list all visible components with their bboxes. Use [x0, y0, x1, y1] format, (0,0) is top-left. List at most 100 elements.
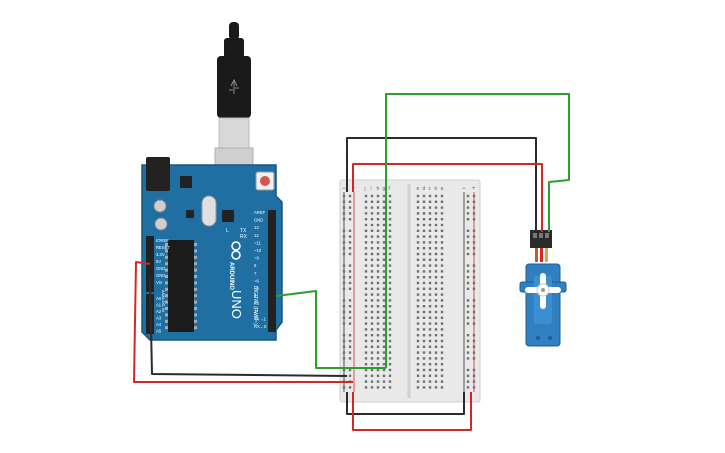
rail-hole: [466, 368, 470, 372]
rail-hole: [466, 247, 470, 250]
pin-label: A2: [156, 309, 162, 314]
hole: [416, 351, 420, 354]
rail-hole: [466, 339, 470, 343]
rail-hole: [466, 241, 470, 244]
wire-red-servo-power: [352, 163, 543, 232]
rail-hole: [472, 252, 476, 256]
hole: [422, 258, 426, 261]
rail-hole: [472, 380, 476, 383]
hole: [364, 386, 368, 389]
hole: [370, 281, 374, 285]
hole: [370, 218, 374, 221]
hole: [388, 310, 392, 314]
pin-label: ~3: [254, 301, 259, 306]
hole: [364, 328, 368, 331]
rail-hole: [342, 241, 346, 244]
hole: [370, 380, 374, 383]
hole: [388, 206, 392, 209]
rail-hole: [342, 316, 346, 319]
hole: [370, 270, 374, 273]
hole: [376, 276, 380, 279]
hole: [422, 264, 426, 267]
rail-hole: [342, 310, 346, 314]
hole: [422, 223, 426, 227]
hole: [388, 229, 392, 232]
hole: [428, 212, 432, 215]
hole: [440, 357, 444, 360]
hole: [382, 241, 386, 244]
hole: [370, 206, 374, 209]
column-letter: g: [383, 186, 386, 192]
rail-hole: [472, 200, 476, 203]
mcu-pin: [194, 326, 197, 330]
hole: [440, 305, 444, 308]
rail-hole: [466, 310, 470, 314]
hole: [422, 322, 426, 325]
hole: [440, 276, 444, 279]
hole: [428, 194, 432, 198]
rail-hole: [348, 351, 352, 354]
hole: [416, 276, 420, 279]
pin-label: 3.3V: [156, 252, 165, 257]
hole: [382, 235, 386, 238]
hole: [376, 252, 380, 256]
hole: [364, 281, 368, 285]
pin-label: A1: [156, 303, 162, 308]
rail-hole: [348, 206, 352, 209]
hole: [376, 310, 380, 314]
hole: [388, 276, 392, 279]
hole: [388, 194, 392, 198]
rail-hole: [466, 299, 470, 302]
rail-hole: [472, 287, 476, 290]
rail-hole: [348, 200, 352, 203]
hole: [388, 218, 392, 221]
rail-hole: [466, 374, 470, 377]
hole: [422, 287, 426, 290]
hole: [416, 264, 420, 267]
hole: [428, 252, 432, 256]
hole: [388, 322, 392, 325]
rail-hole: [466, 212, 470, 215]
hole: [422, 374, 426, 377]
hole: [428, 270, 432, 273]
rail-hole: [466, 229, 470, 232]
hole: [440, 310, 444, 314]
hole: [364, 334, 368, 337]
hole: [388, 328, 392, 331]
hole: [416, 218, 420, 221]
hole: [376, 357, 380, 360]
rail-hole: [466, 218, 470, 221]
rail-hole: [466, 334, 470, 337]
hole: [422, 252, 426, 256]
rail-hole: [342, 351, 346, 354]
hole: [428, 287, 432, 290]
hole: [376, 247, 380, 250]
rail-hole: [342, 368, 346, 372]
rail-hole: [472, 218, 476, 221]
rail-hole: [472, 194, 476, 198]
hole: [376, 194, 380, 198]
rail-hole: [342, 357, 346, 360]
hole: [382, 223, 386, 227]
tx-led-label: TX: [240, 228, 247, 234]
pin-label: Vin: [156, 280, 163, 285]
hole: [376, 334, 380, 337]
hole: [428, 322, 432, 325]
hole: [382, 328, 386, 331]
rail-hole: [348, 287, 352, 290]
hole: [428, 328, 432, 331]
hole: [382, 200, 386, 203]
hole: [434, 351, 438, 354]
rail-hole: [472, 339, 476, 343]
rail-hole: [472, 351, 476, 354]
rail-hole: [466, 351, 470, 354]
hole: [388, 305, 392, 308]
column-letter: a: [441, 186, 444, 192]
hole: [440, 206, 444, 209]
hole: [388, 334, 392, 337]
rail-hole: [348, 345, 352, 348]
rail-hole: [342, 276, 346, 279]
hole: [376, 322, 380, 325]
pin-label: RESET: [156, 245, 170, 250]
hole: [364, 299, 368, 302]
